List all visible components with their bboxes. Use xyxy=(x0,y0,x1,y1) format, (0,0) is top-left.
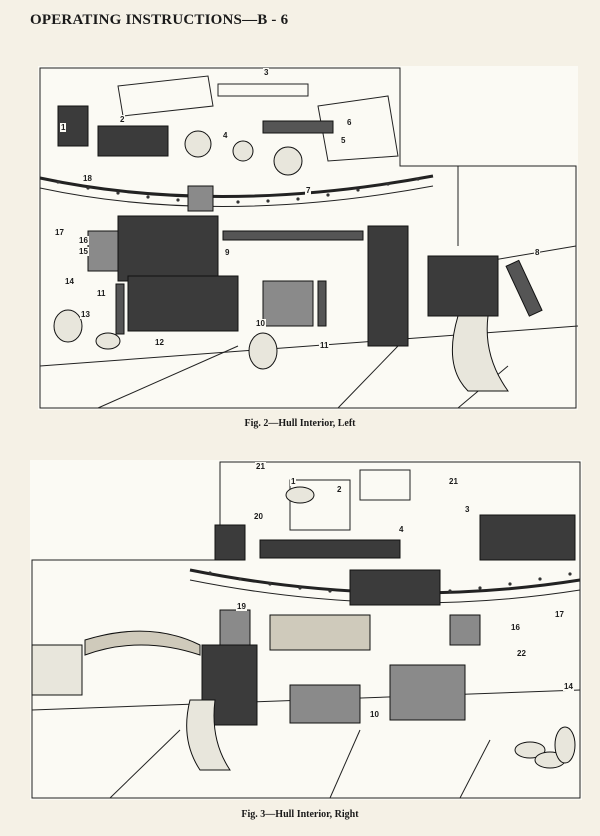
callout-16: 16 xyxy=(510,623,521,632)
callout-1: 1 xyxy=(290,477,297,486)
page-header: OPERATING INSTRUCTIONS—B - 6 xyxy=(30,12,289,28)
callout-21b: 21 xyxy=(448,477,459,486)
callout-12: 12 xyxy=(154,338,165,347)
callout-19: 19 xyxy=(236,602,247,611)
callout-3: 3 xyxy=(263,68,270,77)
callout-15: 15 xyxy=(78,247,89,256)
callout-22: 22 xyxy=(516,649,527,658)
callout-14: 14 xyxy=(64,277,75,286)
callout-14: 14 xyxy=(563,682,574,691)
callout-8: 8 xyxy=(534,248,541,257)
hull-interior-left-illustration xyxy=(39,67,578,409)
callout-10: 10 xyxy=(255,319,266,328)
callout-18: 18 xyxy=(82,174,93,183)
callout-7: 7 xyxy=(305,186,312,195)
figure-hull-interior-right: 21 1 2 21 3 4 20 19 17 16 22 14 10 xyxy=(30,460,582,800)
callout-16: 16 xyxy=(78,236,89,245)
callout-9: 9 xyxy=(224,248,231,257)
callout-2: 2 xyxy=(336,485,343,494)
callout-11a: 11 xyxy=(96,289,107,298)
figure-hull-interior-left: 3 2 1 4 6 5 7 18 17 16 15 14 9 8 11 13 1… xyxy=(38,66,578,410)
callout-6: 6 xyxy=(346,118,353,127)
callout-4: 4 xyxy=(398,525,405,534)
callout-17: 17 xyxy=(554,610,565,619)
callout-3: 3 xyxy=(464,505,471,514)
figure-3-caption: Fig. 3—Hull Interior, Right xyxy=(241,809,359,820)
callout-21a: 21 xyxy=(255,462,266,471)
callout-11b: 11 xyxy=(319,341,330,350)
callout-10: 10 xyxy=(369,710,380,719)
callout-5: 5 xyxy=(340,136,347,145)
callout-13: 13 xyxy=(80,310,91,319)
figure-2-caption: Fig. 2—Hull Interior, Left xyxy=(244,418,356,429)
callout-2: 2 xyxy=(119,115,126,124)
callout-20: 20 xyxy=(253,512,264,521)
callout-1: 1 xyxy=(60,123,67,132)
callout-17: 17 xyxy=(54,228,65,237)
callout-4: 4 xyxy=(222,131,229,140)
hull-interior-right-illustration xyxy=(31,461,581,799)
